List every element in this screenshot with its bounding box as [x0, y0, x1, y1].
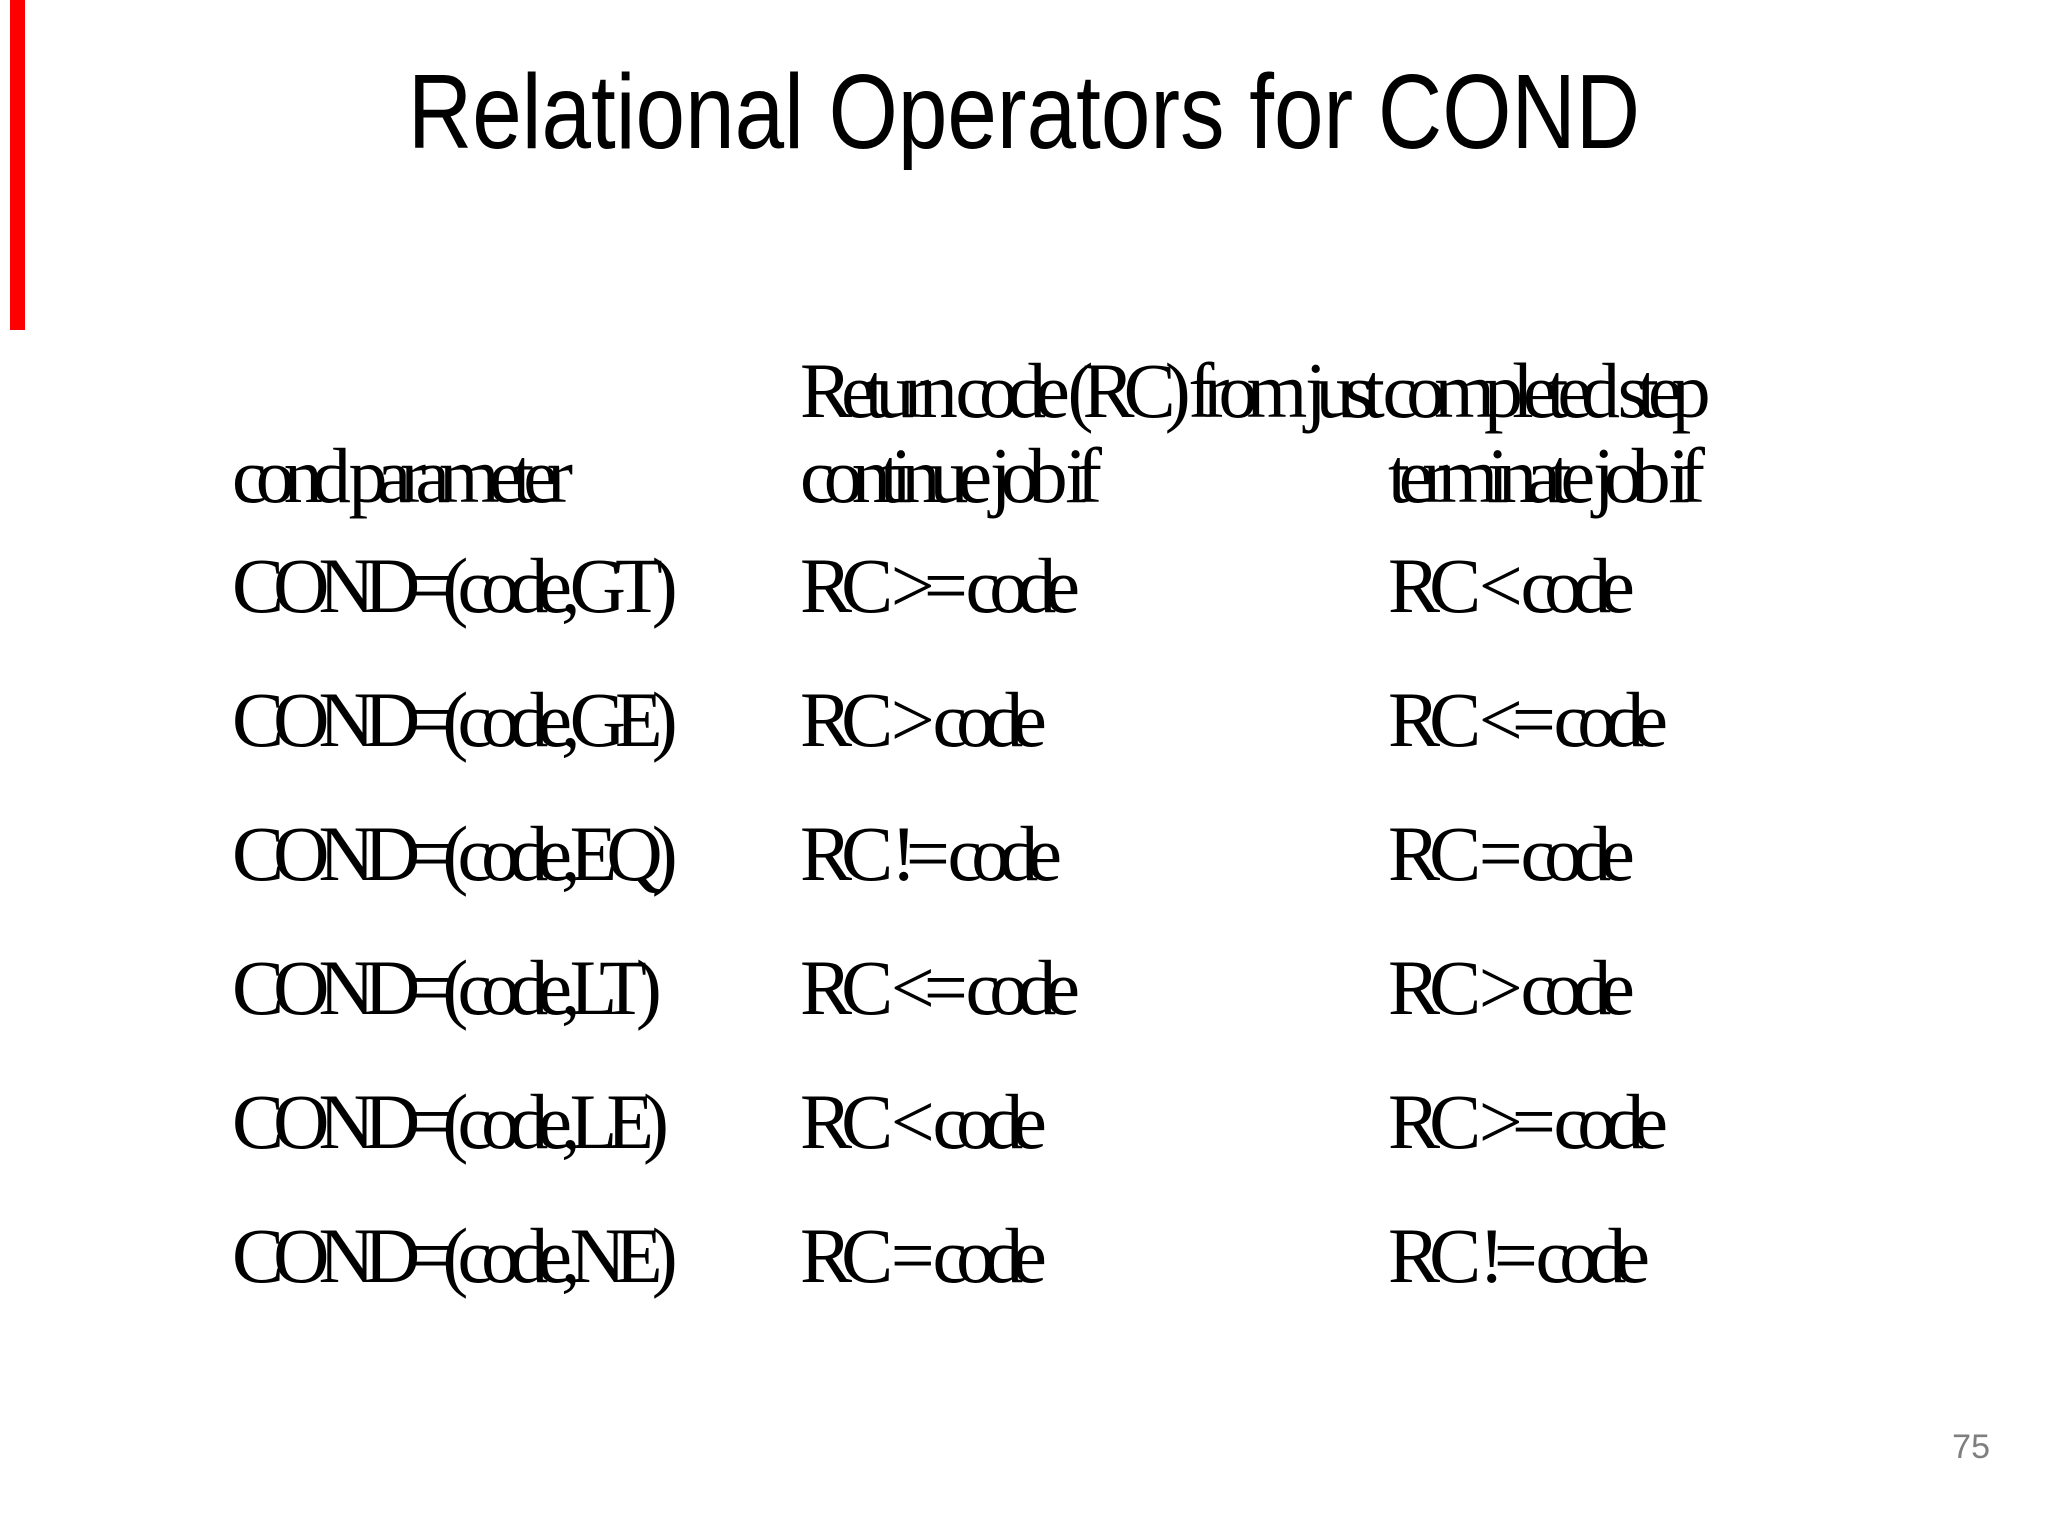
cell-terminate-job-if: RC != code [1388, 1212, 1650, 1299]
cell-terminate-job-if: RC >= code [1388, 1078, 1668, 1165]
cell-continue-job-if: RC <= code [800, 944, 1080, 1031]
cell-terminate-job-if: RC < code [1388, 542, 1635, 629]
cell-continue-job-if: RC >= code [800, 542, 1080, 629]
cell-cond-parameter: COND=(code,EQ) [232, 810, 678, 897]
cell-cond-parameter: COND=(code,LT) [232, 944, 662, 1031]
column-header-continue-job-if: continue job if [800, 432, 1102, 519]
cell-terminate-job-if: RC > code [1388, 944, 1635, 1031]
table-span-header: Return code (RC) from just completed ste… [800, 347, 1711, 434]
cell-cond-parameter: COND=(code,LE) [232, 1078, 669, 1165]
cell-continue-job-if: RC < code [800, 1078, 1047, 1165]
cell-continue-job-if: RC = code [800, 1212, 1047, 1299]
cell-terminate-job-if: RC <= code [1388, 676, 1668, 763]
page-number: 75 [1952, 1428, 1990, 1466]
cell-continue-job-if: RC > code [800, 676, 1047, 763]
cell-continue-job-if: RC != code [800, 810, 1062, 897]
cell-cond-parameter: COND=(code,NE) [232, 1212, 678, 1299]
cell-cond-parameter: COND=(code,GT) [232, 542, 678, 629]
column-header-cond-parameter: cond parameter [232, 432, 573, 519]
cell-terminate-job-if: RC = code [1388, 810, 1635, 897]
slide-title: Relational Operators for COND [407, 53, 1641, 171]
red-strip [10, 0, 25, 330]
column-header-terminate-job-if: terminate job if [1388, 432, 1705, 519]
cell-cond-parameter: COND=(code,GE) [232, 676, 678, 763]
